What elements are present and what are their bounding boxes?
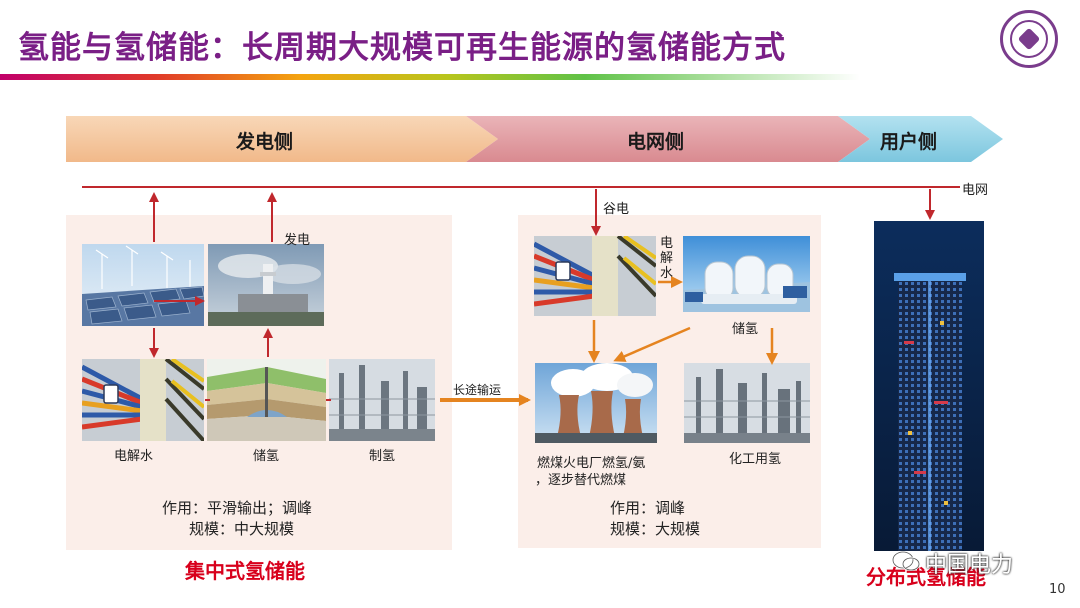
distributed-storage-title: 分布式氢储能 <box>866 565 986 589</box>
central-scale-text: 规模：中大规模 <box>189 520 295 538</box>
hydrogen-tanks-image <box>683 236 810 312</box>
coal-plant-label-line1: 燃煤火电厂燃氢/氨 <box>537 456 646 471</box>
watermark-text: 中国电力 <box>925 553 1014 578</box>
stage-user-chevron <box>838 116 1003 162</box>
grid-storage-label: 储氢 <box>732 322 759 337</box>
page-title: 氢能与氢储能：长周期大规模可再生能源的氢储能方式 <box>18 30 786 66</box>
grid-label: 电网 <box>962 183 989 198</box>
chemical-plant-image <box>684 363 810 443</box>
grid-electrolyzer-image <box>534 236 656 316</box>
solar-wind-farm-image <box>82 244 204 326</box>
skyscraper-night-image <box>874 221 984 551</box>
page-number: 10 <box>1049 582 1066 597</box>
title-underline <box>0 74 860 80</box>
stage-user-label: 用户侧 <box>880 131 938 153</box>
grid-scale-text: 规模：大规模 <box>610 520 701 538</box>
stage-grid-chevron <box>466 116 870 162</box>
central-production-label: 制氢 <box>369 449 396 464</box>
electrolyzer-image <box>82 359 204 441</box>
valley-power-label: 谷电 <box>603 202 630 217</box>
wechat-icon <box>892 550 920 572</box>
stage-gen-chevron <box>66 116 498 162</box>
long-transport-label: 长途输运 <box>453 383 502 397</box>
central-storage-title: 集中式氢储能 <box>185 559 305 583</box>
central-electrolysis-label: 电解水 <box>114 449 154 464</box>
hydrogen-production-image <box>329 359 435 441</box>
central-storage-label: 储氢 <box>253 449 280 464</box>
coal-plant-label-line2: ，逐步替代燃煤 <box>535 473 627 488</box>
underground-storage-image <box>207 359 326 441</box>
stage-gen-label: 发电侧 <box>236 131 294 153</box>
generation-label: 发电 <box>284 233 311 248</box>
university-seal-icon <box>1000 10 1058 68</box>
grid-electrolysis-label: 电 解 水 <box>660 236 674 281</box>
arrow-storage-to-coal <box>613 326 691 362</box>
stage-chevrons <box>66 116 1003 162</box>
grid-function-text: 作用：调峰 <box>610 499 686 517</box>
coal-plant-image <box>535 363 657 443</box>
stage-grid-label: 电网侧 <box>627 131 685 153</box>
central-function-text: 作用：平滑输出；调峰 <box>162 499 313 517</box>
chemical-label: 化工用氢 <box>729 452 782 467</box>
power-plant-image <box>208 244 324 326</box>
